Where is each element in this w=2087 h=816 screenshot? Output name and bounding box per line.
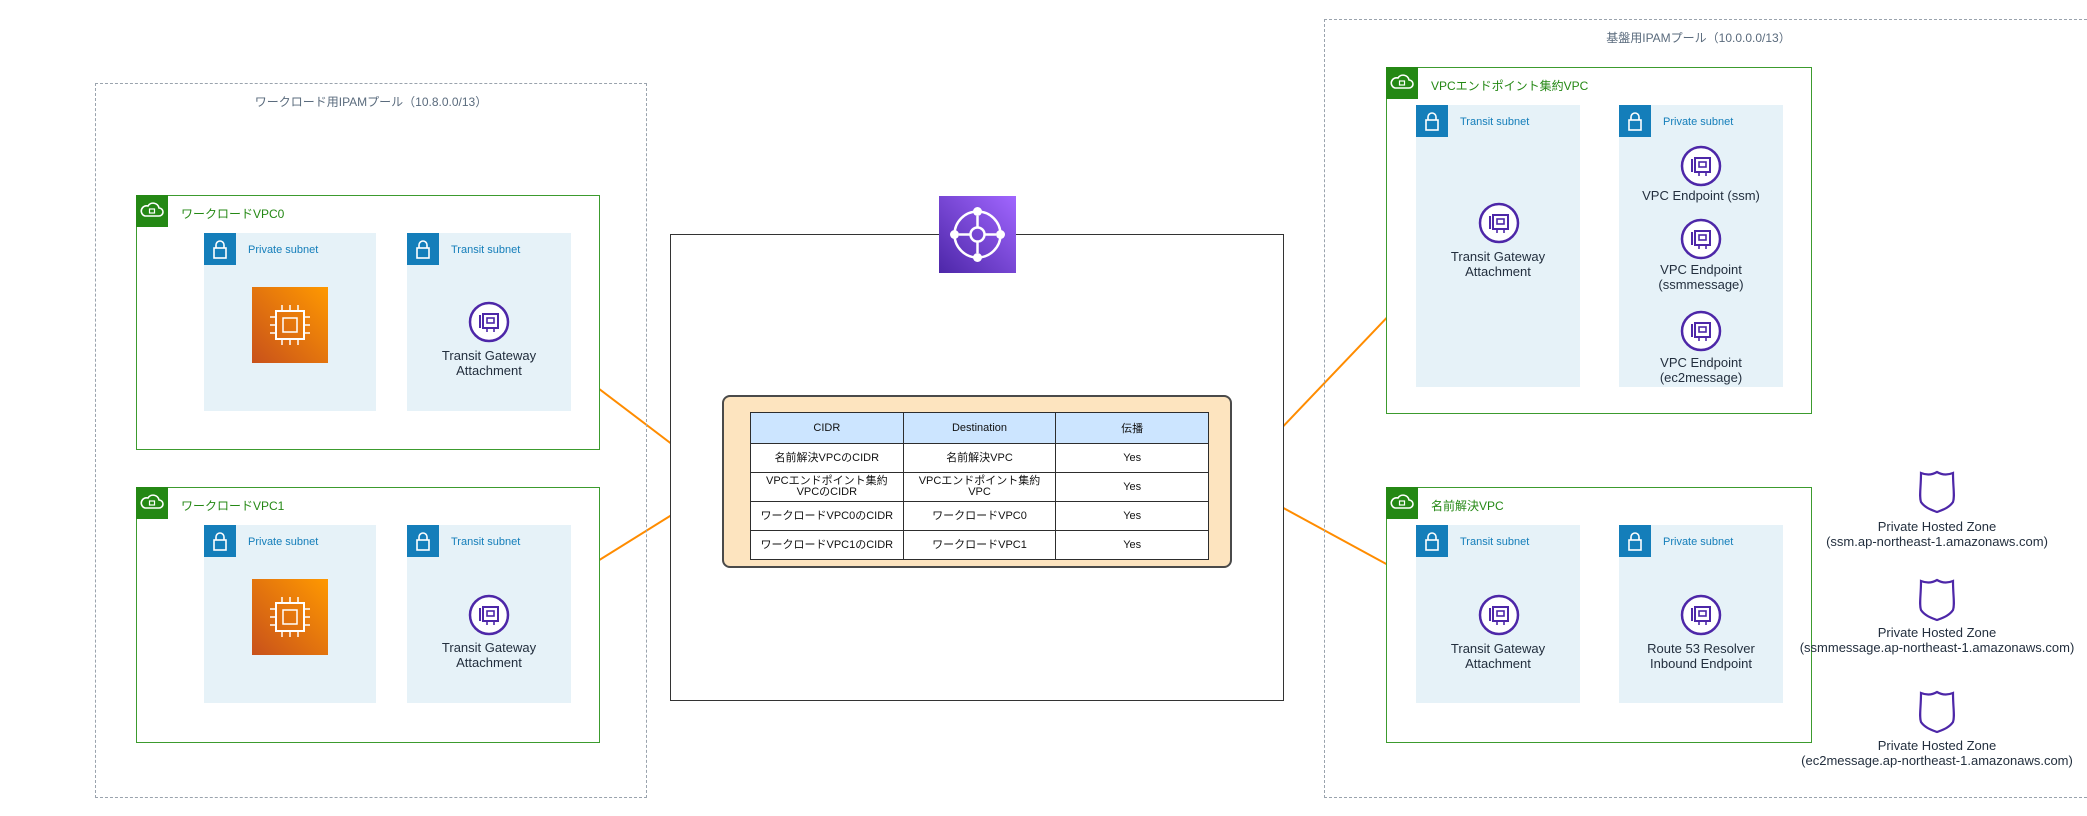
rt-cell: Yes (1055, 530, 1209, 560)
resolver-endpoint-label: Route 53 Resolver Inbound Endpoint (1647, 641, 1755, 671)
resolve-vpc-tgw-attachment-label: Transit Gateway Attachment (1450, 641, 1546, 671)
lock-icon (407, 233, 439, 265)
vpc1-transit-subnet-title: Transit subnet (451, 536, 521, 548)
vpc1-tgw-attachment-label: Transit Gateway Attachment (441, 640, 537, 670)
table-row: ワークロードVPC0のCIDR ワークロードVPC0 Yes (750, 501, 1209, 531)
table-row: ワークロードVPC1のCIDR ワークロードVPC1 Yes (750, 530, 1209, 560)
rt-cell: VPCエンドポイント集約 VPC (902, 472, 1057, 502)
tgw-attachment-icon (1478, 202, 1520, 244)
resolve-vpc-private-subnet-title: Private subnet (1663, 536, 1734, 548)
ec2-instance-icon (252, 579, 328, 655)
tgw-attachment-icon (468, 594, 510, 636)
lock-icon (407, 525, 439, 557)
rt-cell: 名前解決VPCのCIDR (750, 443, 904, 473)
endpoint-vpc-private-subnet-title: Private subnet (1663, 116, 1734, 128)
vpc-cloud-icon (1386, 487, 1418, 519)
vpc0-private-subnet: Private subnet (204, 233, 376, 411)
lock-icon (1416, 105, 1448, 137)
workload-pool-title: ワークロード用IPAMプール（10.8.0.0/13） (254, 95, 488, 109)
rt-cell: Yes (1055, 501, 1209, 531)
rt-cell: Yes (1055, 472, 1209, 502)
rt-cell: Yes (1055, 443, 1209, 473)
table-row: 名前解決VPCのCIDR 名前解決VPC Yes (750, 443, 1209, 473)
lock-icon (1416, 525, 1448, 557)
rt-header-cidr: CIDR (750, 412, 904, 444)
vpc0-transit-subnet-title: Transit subnet (451, 244, 521, 256)
rt-cell: 名前解決VPC (902, 443, 1057, 473)
vpc0-title: ワークロードVPC0 (181, 207, 285, 221)
vpc0-private-subnet-title: Private subnet (248, 244, 319, 256)
rt-cell: ワークロードVPC0 (902, 501, 1057, 531)
hosted-zone-shield-icon (1916, 690, 1958, 734)
resolve-vpc-title: 名前解決VPC (1431, 499, 1504, 513)
base-ipam-pool: 基盤用IPAMプール（10.0.0.0/13） (1324, 19, 2087, 798)
endpoint-vpc-transit-subnet-title: Transit subnet (1460, 116, 1530, 128)
table-row: VPCエンドポイント集約 VPCのCIDR VPCエンドポイント集約 VPC Y… (750, 472, 1209, 502)
lock-icon (1619, 525, 1651, 557)
rt-cell: ワークロードVPC1のCIDR (750, 530, 904, 560)
hosted-zone-shield-icon (1916, 578, 1958, 622)
hosted-zone-ec2message-label: Private Hosted Zone (ec2message.ap-north… (1801, 738, 2073, 768)
vpc1-title: ワークロードVPC1 (181, 499, 285, 513)
vpc-endpoint-icon (1680, 310, 1722, 352)
vpc-endpoint-ec2message-label: VPC Endpoint (ec2message) (1659, 355, 1743, 385)
vpc-endpoint-ssm-label: VPC Endpoint (ssm) (1642, 188, 1760, 203)
workload-ipam-pool: ワークロード用IPAMプール（10.8.0.0/13） (95, 83, 647, 798)
vpc-endpoint-icon (1680, 218, 1722, 260)
lock-icon (1619, 105, 1651, 137)
endpoint-vpc-title: VPCエンドポイント集約VPC (1431, 79, 1589, 93)
vpc-cloud-icon (136, 487, 168, 519)
rt-cell: ワークロードVPC0のCIDR (750, 501, 904, 531)
tgw-attachment-icon (1478, 594, 1520, 636)
route-table: CIDR Destination 伝播 名前解決VPCのCIDR 名前解決VPC… (750, 412, 1209, 560)
vpc-cloud-icon (136, 195, 168, 227)
endpoint-vpc-transit-subnet: Transit subnet (1416, 105, 1580, 387)
transit-gateway-icon (939, 196, 1016, 273)
rt-header-destination: Destination (902, 412, 1057, 444)
vpc-endpoint-ssmmessage-label: VPC Endpoint (ssmmessage) (1658, 262, 1744, 292)
lock-icon (204, 233, 236, 265)
rt-header-propagation: 伝播 (1055, 412, 1209, 444)
rt-cell: VPCエンドポイント集約 VPCのCIDR (750, 472, 904, 502)
resolve-vpc-transit-subnet-title: Transit subnet (1460, 536, 1530, 548)
rt-cell: ワークロードVPC1 (902, 530, 1057, 560)
base-pool-title: 基盤用IPAMプール（10.0.0.0/13） (1606, 31, 1791, 45)
vpc0-tgw-attachment-label: Transit Gateway Attachment (441, 348, 537, 378)
hosted-zone-ssm-label: Private Hosted Zone (ssm.ap-northeast-1.… (1826, 519, 2048, 549)
tgw-route-table: CIDR Destination 伝播 名前解決VPCのCIDR 名前解決VPC… (722, 395, 1232, 568)
tgw-attachment-icon (468, 301, 510, 343)
vpc-endpoint-icon (1680, 145, 1722, 187)
vpc1-private-subnet-title: Private subnet (248, 536, 319, 548)
ec2-instance-icon (252, 287, 328, 363)
hosted-zone-shield-icon (1916, 470, 1958, 514)
resolver-endpoint-icon (1680, 594, 1722, 636)
hosted-zone-ssmmessage-label: Private Hosted Zone (ssmmessage.ap-north… (1799, 625, 2075, 655)
vpc-cloud-icon (1386, 67, 1418, 99)
lock-icon (204, 525, 236, 557)
endpoint-vpc-tgw-attachment-label: Transit Gateway Attachment (1450, 249, 1546, 279)
